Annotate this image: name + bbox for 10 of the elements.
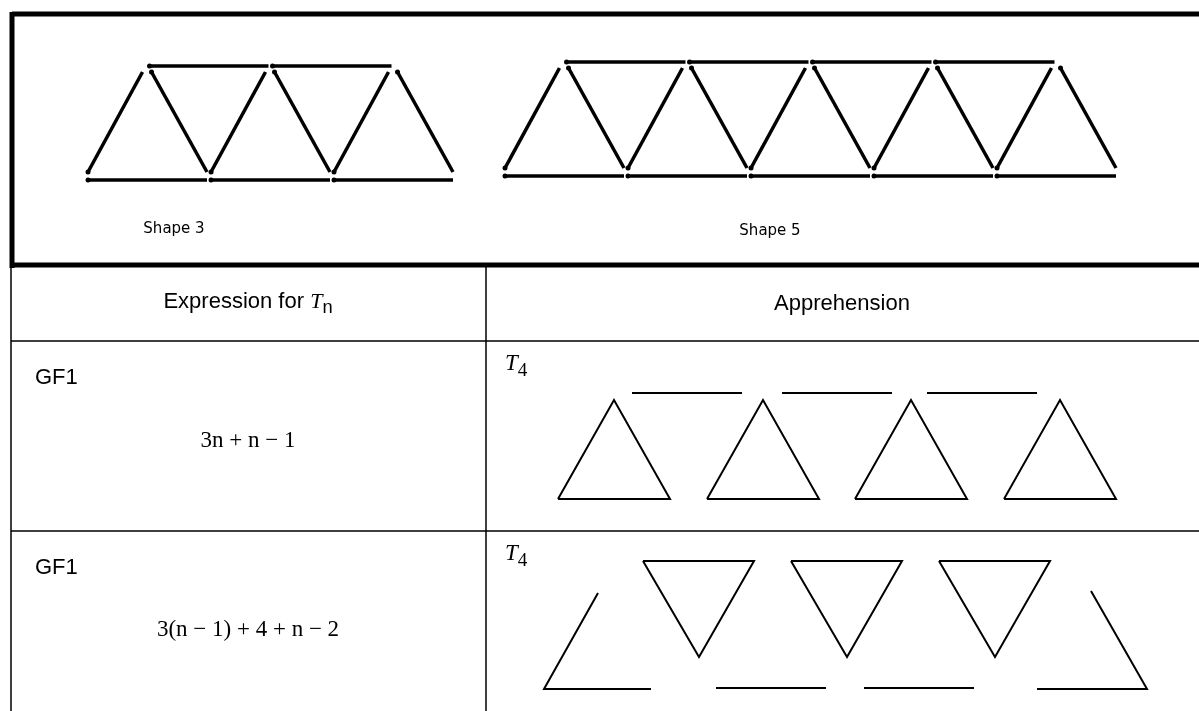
column-header: Expression for T$_{n}$ xyxy=(163,287,333,319)
formula: 3n + n − 1 xyxy=(200,427,296,453)
row-label: GF1 xyxy=(35,364,78,390)
row-label: GF1 xyxy=(35,554,78,580)
term-label: T$_{4}$ xyxy=(505,540,528,571)
term-label: T$_{4}$ xyxy=(505,350,528,381)
shape-caption: Shape 3 xyxy=(143,219,205,237)
column-header: Apprehension xyxy=(774,290,910,316)
formula: 3(n − 1) + 4 + n − 2 xyxy=(156,616,340,642)
shape-caption: Shape 5 xyxy=(739,221,801,239)
